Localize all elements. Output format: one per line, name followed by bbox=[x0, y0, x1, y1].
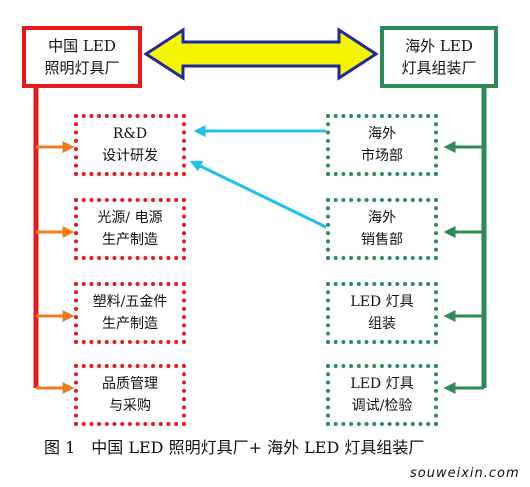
overseas-dept-testing: LED 灯具 调试/检验 bbox=[326, 364, 438, 426]
china-dept-rd: R&D 设计研发 bbox=[74, 114, 186, 176]
china-factory-title-line2: 照明灯具厂 bbox=[44, 59, 120, 77]
dept-label-line1: LED 灯具 bbox=[350, 376, 414, 392]
dept-label-line1: 海外 bbox=[368, 126, 396, 142]
overseas-factory-title-line1: 海外 LED bbox=[405, 37, 473, 55]
overseas-dept-assembly: LED 灯具 组装 bbox=[326, 282, 438, 344]
overseas-dept-market: 海外 市场部 bbox=[326, 114, 438, 176]
china-factory-box: 中国 LED 照明灯具厂 bbox=[22, 26, 142, 88]
dept-label-line2: 市场部 bbox=[361, 148, 403, 164]
dept-label-line1: 光源/ 电源 bbox=[97, 210, 163, 226]
dept-label-line1: R&D bbox=[112, 126, 148, 142]
overseas-factory-title-line2: 灯具组装厂 bbox=[401, 59, 477, 77]
double-arrow bbox=[143, 27, 379, 81]
watermark: souweixin.com bbox=[410, 466, 520, 481]
dept-label-line2: 设计研发 bbox=[102, 148, 158, 164]
china-dept-power-production: 光源/ 电源 生产制造 bbox=[74, 198, 186, 260]
overseas-dept-sales: 海外 销售部 bbox=[326, 198, 438, 260]
dept-label-line2: 生产制造 bbox=[102, 232, 158, 248]
dept-label-line2: 与采购 bbox=[109, 398, 151, 414]
dept-label-line1: 品质管理 bbox=[102, 376, 158, 392]
dept-label-line2: 销售部 bbox=[361, 232, 403, 248]
dept-label-line2: 组装 bbox=[368, 316, 396, 332]
figure-caption: 图 1 中国 LED 照明灯具厂+ 海外 LED 灯具组装厂 bbox=[44, 438, 425, 457]
china-dept-quality-purchasing: 品质管理 与采购 bbox=[74, 364, 186, 426]
dept-label-line1: LED 灯具 bbox=[350, 294, 414, 310]
china-factory-title-line1: 中国 LED bbox=[48, 37, 116, 55]
overseas-factory-box: 海外 LED 灯具组装厂 bbox=[380, 26, 498, 88]
dept-label-line2: 生产制造 bbox=[102, 316, 158, 332]
sales-to-rd-arrow bbox=[189, 160, 329, 230]
china-dept-plastic-production: 塑料/五金件 生产制造 bbox=[74, 282, 186, 344]
dept-label-line1: 塑料/五金件 bbox=[92, 294, 168, 310]
dept-label-line1: 海外 bbox=[368, 210, 396, 226]
dept-label-line2: 调试/检验 bbox=[351, 398, 413, 414]
